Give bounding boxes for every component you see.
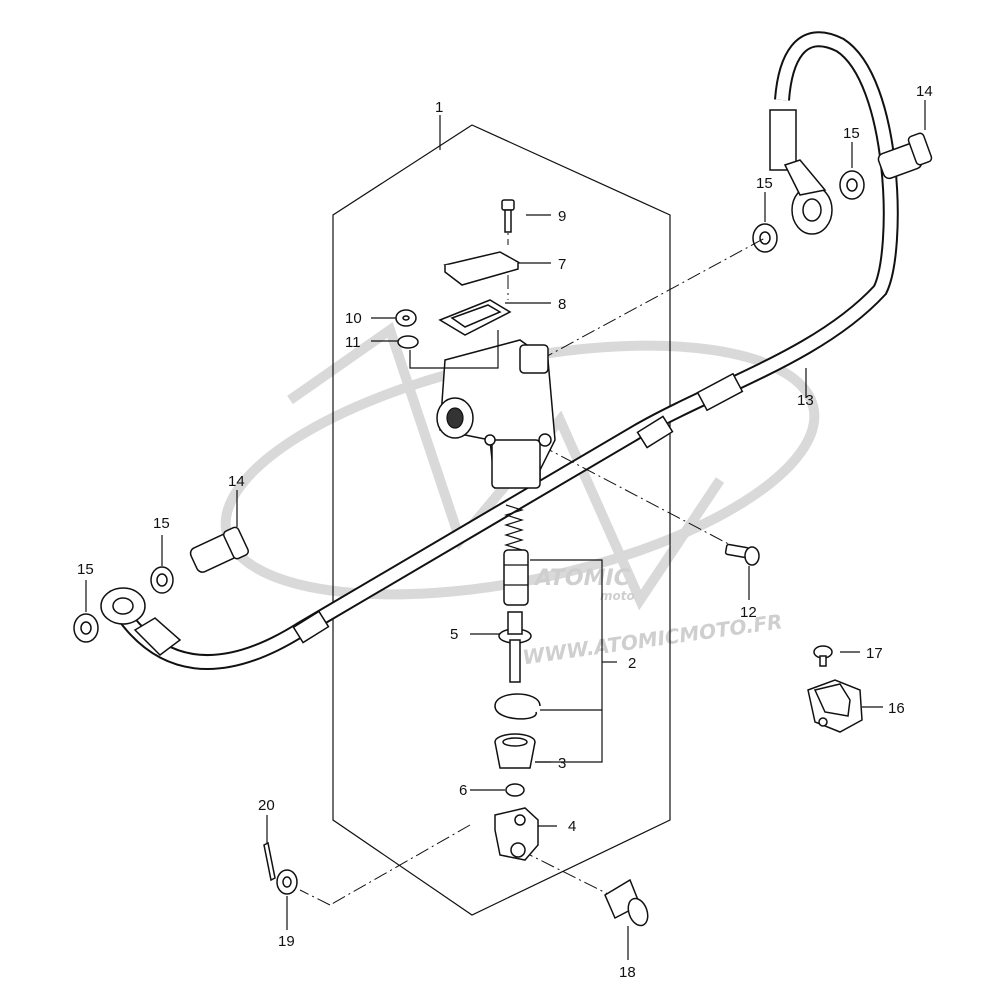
assembly-outline [332,124,671,916]
callout-15-a: 15 [843,125,860,142]
piston [503,549,529,606]
circlip [494,693,541,720]
clevis-pin [604,878,649,927]
callout-12: 12 [740,604,757,621]
clevis [494,807,539,861]
spring [503,504,525,551]
callout-15-c: 15 [153,515,170,532]
callout-10: 10 [345,310,362,327]
callout-15-b: 15 [756,175,773,192]
lock-nut [505,783,525,797]
mounting-bolt [724,543,760,566]
callout-9: 9 [558,208,566,225]
callout-2: 2 [628,655,636,672]
callout-1: 1 [435,99,443,116]
bracket [807,679,863,733]
callout-7: 7 [558,256,566,273]
bracket-screw [813,645,833,667]
diaphragm [438,299,512,336]
watermark-brand: ATOMIC [533,566,630,591]
retaining-ring [397,335,419,349]
callout-8: 8 [558,296,566,313]
callout-17: 17 [866,645,883,662]
push-rod [498,611,532,683]
reservoir-cap [443,251,520,286]
callout-14-lower: 14 [228,473,245,490]
callout-4: 4 [568,818,576,835]
watermark-sub: moto [600,589,635,603]
brake-hose [100,31,899,671]
banjo-bolt-upper [877,132,933,180]
banjo-bolt-lower [189,526,250,573]
master-cylinder-body [436,339,556,489]
callout-19: 19 [278,933,295,950]
dust-boot [494,733,536,769]
callout-18: 18 [619,964,636,981]
callout-11: 11 [345,334,361,351]
callout-20: 20 [258,797,275,814]
callout-13: 13 [797,392,814,409]
callout-16: 16 [888,700,905,717]
cap-bolt [501,199,515,233]
callouts: 1 2 3 4 5 6 7 8 9 10 11 12 13 14 14 15 1… [77,83,933,981]
callout-14-upper: 14 [916,83,933,100]
callout-6: 6 [459,782,467,799]
callout-5: 5 [450,626,458,643]
callout-15-d: 15 [77,561,94,578]
callout-3: 3 [558,755,566,772]
cotter-pin [263,841,276,882]
